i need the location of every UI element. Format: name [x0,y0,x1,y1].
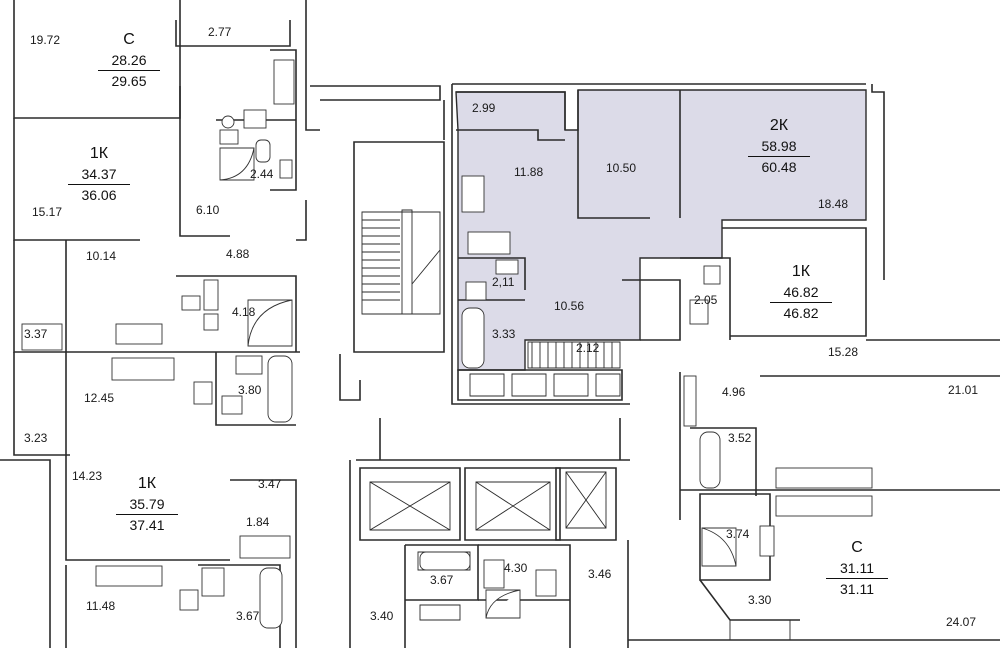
room-area-label: 3.52 [728,431,752,445]
room-area-label: 11.48 [86,599,116,613]
room-area-label: 24.07 [946,615,977,629]
apartment-area-living: 31.11 [826,558,888,579]
apartment-type: 1К [137,475,157,492]
apartment-tag[interactable]: С 28.26 29.65 [98,30,160,91]
room-area-label: 4.88 [226,247,250,261]
room-area-label: 19.72 [30,33,61,47]
room-area-label: 4.96 [722,385,746,399]
apartment-tag[interactable]: 1К 35.79 37.41 [116,474,178,535]
room-area-label: 3.23 [24,431,48,445]
apartment-tag[interactable]: С 31.11 31.11 [826,538,888,599]
room-area-label: 3.74 [726,527,750,541]
apartment-type: С [851,539,863,556]
room-area-label: 3.80 [238,383,262,397]
room-area-label: 10.50 [606,161,637,175]
apartment-area-living: 34.37 [68,164,130,185]
apartment-type: С [123,31,135,48]
room-area-label: 3.67 [430,573,454,587]
room-area-label: 6.10 [196,203,220,217]
apartment-tag[interactable]: 1К 46.82 46.82 [770,262,832,323]
room-area-label: 10.56 [554,299,585,313]
apartment-tag[interactable]: 2К 58.98 60.48 [748,116,810,177]
apartment-area-living: 28.26 [98,50,160,71]
room-area-label: 2.77 [208,25,232,39]
room-area-label: 15.17 [32,205,63,219]
room-area-label: 10.14 [86,249,117,263]
room-area-label: 2,11 [492,275,515,289]
apartment-type: 2К [769,117,789,134]
room-area-label: 15.28 [828,345,859,359]
room-area-label: 4.30 [504,561,528,575]
room-area-label: 2.44 [250,167,274,181]
apartment-area-living: 46.82 [770,282,832,303]
room-area-label: 3.47 [258,477,282,491]
apartment-tag[interactable]: 1К 34.37 36.06 [68,144,130,205]
room-area-label: 14.23 [72,469,103,483]
room-area-label: 2.99 [472,101,496,115]
apartment-area-living: 35.79 [116,494,178,515]
room-area-label: 3.67 [236,609,260,623]
room-area-label: 11.88 [514,165,544,179]
room-area-label: 1.84 [246,515,270,529]
apartment-area-total: 46.82 [783,305,819,321]
room-area-label: 3.37 [24,327,48,341]
room-area-label: 4.18 [232,305,256,319]
room-area-label: 2.12 [576,341,600,355]
apartment-area-total: 60.48 [761,159,797,175]
room-area-label: 3.40 [370,609,394,623]
apartment-area-total: 37.41 [129,517,165,533]
apartment-type: 1К [89,145,109,162]
room-area-label: 3.46 [588,567,612,581]
apartment-type: 1К [791,263,811,280]
apartment-area-total: 31.11 [840,581,874,597]
apartment-area-total: 36.06 [81,187,117,203]
room-area-label: 21.01 [948,383,979,397]
apartment-area-total: 29.65 [111,73,147,89]
room-area-label: 12.45 [84,391,115,405]
room-area-label: 18.48 [818,197,849,211]
room-area-label: 2.05 [694,293,718,307]
apartment-area-living: 58.98 [748,136,810,157]
room-area-label: 3.30 [748,593,772,607]
room-area-label: 3.33 [492,327,516,341]
